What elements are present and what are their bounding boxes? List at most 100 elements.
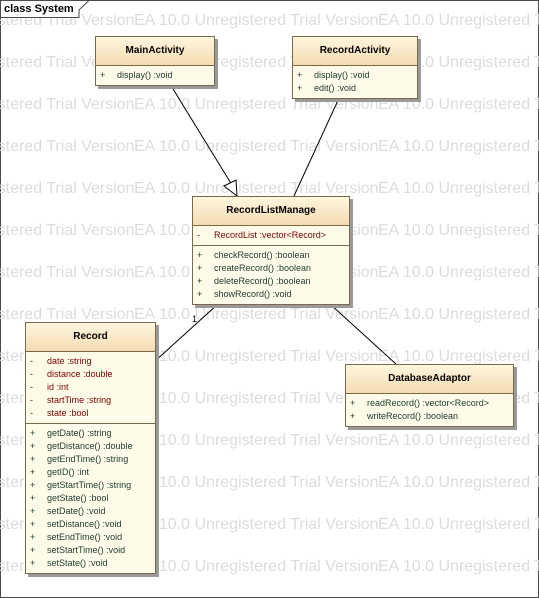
attribute-row[interactable]: - distance :double	[26, 368, 155, 381]
operation-text: getEndTime() :string	[47, 454, 129, 464]
class-record-list-manage[interactable]: RecordListManage - RecordList :vector<Rec…	[192, 196, 350, 305]
visibility-marker: +	[30, 558, 36, 568]
operation-row[interactable]: + edit() :void	[293, 82, 417, 95]
visibility-marker: +	[30, 532, 36, 542]
operation-row[interactable]: + getStartTime() :string	[26, 479, 155, 492]
visibility-marker: -	[30, 395, 33, 405]
operation-row[interactable]: + display() :void	[293, 69, 417, 82]
attribute-text: date :string	[47, 356, 92, 366]
operation-text: getDate() :string	[47, 428, 112, 438]
operation-row[interactable]: + showRecord() :void	[193, 288, 349, 301]
class-operations: + readRecord() :vector<Record> + writeRecor…	[346, 394, 513, 426]
operation-text: display() :void	[314, 70, 370, 80]
attribute-row[interactable]: - state :bool	[26, 407, 155, 420]
operation-text: readRecord() :vector<Record>	[367, 398, 490, 408]
visibility-marker: -	[30, 382, 33, 392]
operation-text: getState() :bool	[47, 493, 109, 503]
operation-row[interactable]: + display() :void	[96, 69, 214, 82]
diagram-tab-label: class System	[4, 3, 74, 15]
visibility-marker: +	[197, 276, 203, 286]
class-attributes: - RecordList :vector<Record>	[193, 226, 349, 245]
operation-text: edit() :void	[314, 83, 357, 93]
visibility-marker: +	[197, 263, 203, 273]
attribute-text: id :int	[47, 382, 69, 392]
visibility-marker: +	[197, 250, 203, 260]
operation-row[interactable]: +setStartTime() :void	[26, 544, 155, 557]
operation-row[interactable]: + getDate() :string	[26, 427, 155, 440]
association-line-database-adaptor[interactable]	[329, 303, 397, 365]
class-operations: + display() :void + edit() :void	[293, 66, 417, 98]
visibility-marker: +	[297, 70, 303, 80]
operation-text: setDate() :void	[47, 506, 106, 516]
operation-text: deleteRecord() :boolean	[214, 276, 311, 286]
operation-text: getID() :int	[47, 467, 90, 477]
operation-row[interactable]: + setState() :void	[26, 557, 155, 570]
operation-text: setStartTime() :void	[47, 545, 126, 555]
visibility-marker: +	[30, 506, 36, 516]
operation-row[interactable]: + deleteRecord() :boolean	[193, 275, 349, 288]
visibility-marker: +	[30, 454, 36, 464]
visibility-marker: -	[30, 356, 33, 366]
visibility-marker: -	[30, 369, 33, 379]
operation-row[interactable]: +setDistance() :void	[26, 518, 155, 531]
operation-row[interactable]: + writeRecord() :boolean	[346, 410, 513, 423]
operation-row[interactable]: + getID() :int	[26, 466, 155, 479]
class-operations: + display() :void	[96, 66, 214, 85]
attribute-text: state :bool	[47, 408, 89, 418]
class-record[interactable]: Record - date :string - distance :double - id…	[25, 322, 156, 574]
operation-row[interactable]: + createRecord() :boolean	[193, 262, 349, 275]
operation-row[interactable]: + setDate() :void	[26, 505, 155, 518]
class-name: Record	[26, 323, 155, 352]
class-name: MainActivity	[96, 37, 214, 66]
operation-text: getStartTime() :string	[47, 480, 132, 490]
association-line-record-activity[interactable]	[293, 95, 341, 197]
generalization-arrowhead	[223, 179, 238, 198]
attribute-row[interactable]: - id :int	[26, 381, 155, 394]
visibility-marker: +	[30, 467, 36, 477]
visibility-marker: +	[30, 428, 36, 438]
generalization-line[interactable]	[169, 83, 233, 186]
class-name: RecordListManage	[193, 197, 349, 226]
operation-row[interactable]: + readRecord() :vector<Record>	[346, 397, 513, 410]
operation-text: createRecord() :boolean	[214, 263, 312, 273]
operation-text: setState() :void	[47, 558, 108, 568]
diagram-tab-shape	[0, 0, 91, 18]
attribute-text: startTime :string	[47, 395, 112, 405]
attribute-text: RecordList :vector<Record>	[214, 230, 327, 240]
operation-row[interactable]: + getEndTime() :string	[26, 453, 155, 466]
class-database-adaptor[interactable]: DatabaseAdaptor + readRecord() :vector<Re…	[345, 364, 514, 427]
visibility-marker: +	[100, 70, 106, 80]
operation-row[interactable]: +getState() :bool	[26, 492, 155, 505]
visibility-marker: -	[197, 230, 200, 240]
operation-row[interactable]: + setEndTime() :void	[26, 531, 155, 544]
class-operations: + checkRecord() :boolean + createRecord() :…	[193, 245, 349, 304]
visibility-marker: +	[297, 83, 303, 93]
class-attributes: - date :string - distance :double - id :int - s…	[26, 352, 155, 423]
operation-text: checkRecord() :boolean	[214, 250, 310, 260]
visibility-marker: +	[197, 289, 203, 299]
class-name: RecordActivity	[293, 37, 417, 66]
multiplicity-label: 1	[192, 314, 198, 324]
class-operations: + getDate() :string + getDistance() :double…	[26, 423, 155, 573]
operation-text: getDistance() :double	[47, 441, 133, 451]
attribute-row[interactable]: - date :string	[26, 355, 155, 368]
operation-row[interactable]: + getDistance() :double	[26, 440, 155, 453]
visibility-marker: +	[30, 480, 36, 490]
class-record-activity[interactable]: RecordActivity + display() :void + edit() :…	[292, 36, 418, 99]
visibility-marker: -	[30, 408, 33, 418]
visibility-marker: +	[30, 441, 36, 451]
association-line-record[interactable]	[153, 303, 219, 363]
operation-text: display() :void	[117, 70, 173, 80]
attribute-row[interactable]: - RecordList :vector<Record>	[193, 229, 349, 242]
visibility-marker: +	[350, 398, 356, 408]
operation-text: showRecord() :void	[214, 289, 292, 299]
attribute-row[interactable]: - startTime :string	[26, 394, 155, 407]
attribute-text: distance :double	[47, 369, 113, 379]
class-name: DatabaseAdaptor	[346, 365, 513, 394]
visibility-marker: +	[30, 519, 36, 529]
class-main-activity[interactable]: MainActivity + display() :void	[95, 36, 215, 86]
operation-text: writeRecord() :boolean	[367, 411, 459, 421]
operation-text: setEndTime() :void	[47, 532, 123, 542]
visibility-marker: +	[350, 411, 356, 421]
operation-row[interactable]: + checkRecord() :boolean	[193, 249, 349, 262]
